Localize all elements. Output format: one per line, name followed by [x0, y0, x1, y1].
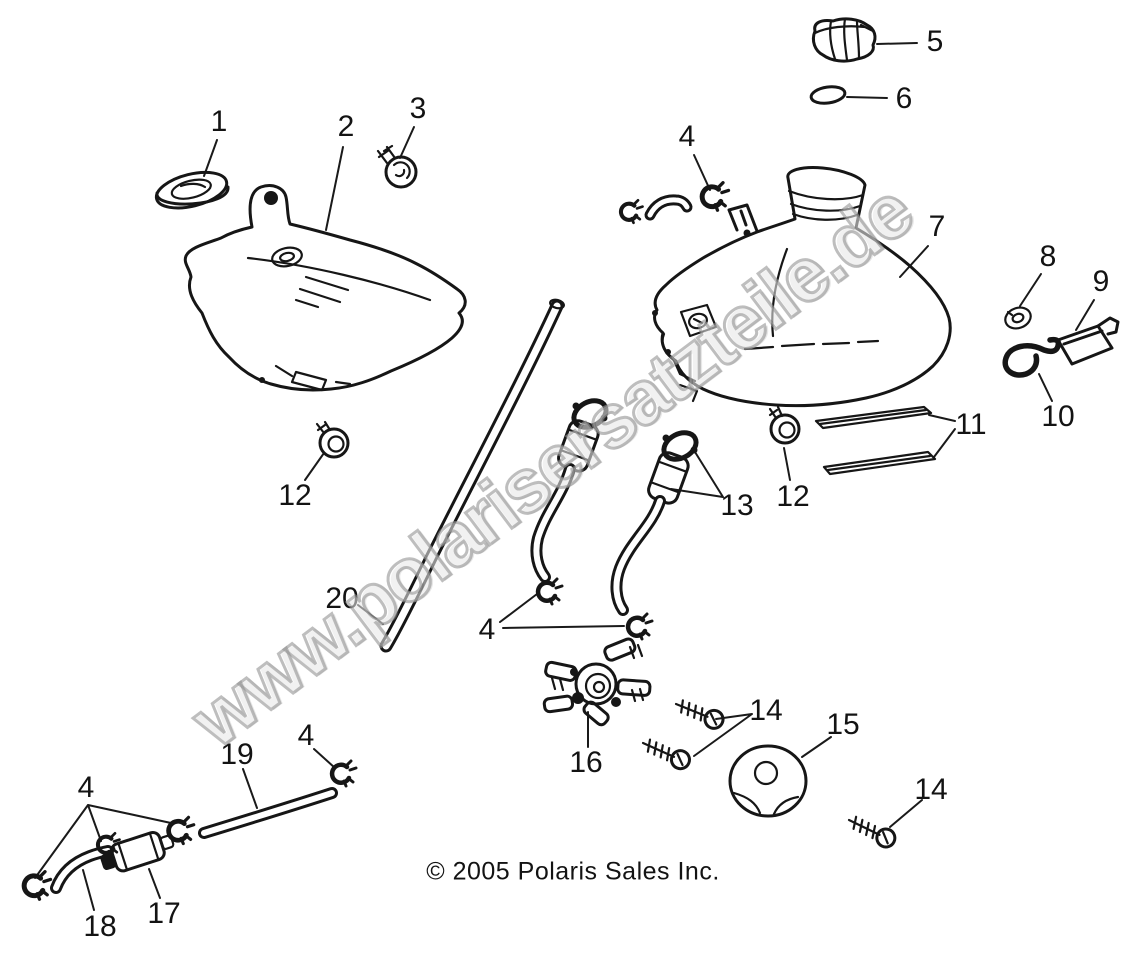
part-label-20: 20: [325, 582, 359, 615]
part-label-11: 11: [955, 408, 987, 441]
part-12-screw-left: [315, 420, 350, 459]
part-label-7: 7: [928, 210, 946, 243]
clamp-icon: [24, 872, 50, 900]
leader-lines: [34, 42, 1095, 911]
part-20-tube: [379, 298, 565, 653]
part-label-18: 18: [83, 910, 117, 943]
part-6-gasket: [809, 85, 847, 105]
part-label-3: 3: [409, 92, 427, 125]
part-label-1: 1: [210, 105, 228, 138]
part-label-16: 16: [569, 746, 603, 779]
clamp-icon: [538, 579, 562, 604]
part-17-fuel-filter: [100, 830, 175, 873]
part-10-hook: [1002, 336, 1062, 378]
part-13-valve-left: [530, 398, 609, 583]
part-7-fuel-tank-right: [652, 166, 952, 408]
part-9-bracket: [1056, 316, 1120, 366]
clamp-icon: [621, 200, 643, 223]
part-label-4-middle: 4: [478, 613, 496, 646]
part-label-12-left: 12: [278, 479, 312, 512]
part-11-strips: [814, 405, 937, 476]
part-label-4-hose: 4: [297, 719, 315, 752]
part-label-6: 6: [895, 82, 913, 115]
part-4-clamps: [24, 183, 728, 900]
part-3-screw: [376, 144, 418, 189]
part-label-17: 17: [147, 897, 181, 930]
part-label-15: 15: [826, 708, 860, 741]
part-label-9: 9: [1092, 265, 1110, 298]
part-label-13: 13: [720, 489, 754, 522]
part-14-screw-1: [674, 699, 725, 730]
part-label-12-right: 12: [776, 480, 810, 513]
part-label-4-top: 4: [678, 120, 696, 153]
part-label-19: 19: [220, 738, 254, 771]
part-label-5: 5: [926, 25, 944, 58]
part-16-fuel-valve: [542, 637, 652, 727]
clamp-icon: [702, 183, 728, 211]
part-14-screw-3: [847, 815, 897, 849]
part-1-grommet: [154, 170, 230, 210]
part-2-fuel-tank-left: [183, 184, 467, 392]
clamp-icon: [332, 761, 356, 786]
part-8-washer: [1004, 306, 1032, 330]
part-label-10: 10: [1041, 400, 1075, 433]
part-label-8: 8: [1039, 240, 1057, 273]
part-14-screw-2: [641, 738, 691, 771]
part-19-tube: [198, 787, 338, 839]
clamp-icon: [628, 614, 652, 639]
copyright-text: © 2005 Polaris Sales Inc.: [426, 857, 720, 886]
part-12-screw-right: [768, 405, 801, 445]
part-label-14-upper: 14: [749, 694, 783, 727]
part-label-4-bottom-left: 4: [77, 771, 95, 804]
vent-hose: [644, 194, 693, 221]
part-18-hose: [50, 845, 114, 894]
clamp-icon: [169, 817, 194, 843]
part-13-valve-right: [610, 430, 699, 616]
part-label-2: 2: [337, 110, 355, 143]
part-5-fuel-cap: [811, 17, 877, 63]
part-label-14-lower: 14: [914, 773, 948, 806]
part-15-knob: [728, 744, 808, 818]
